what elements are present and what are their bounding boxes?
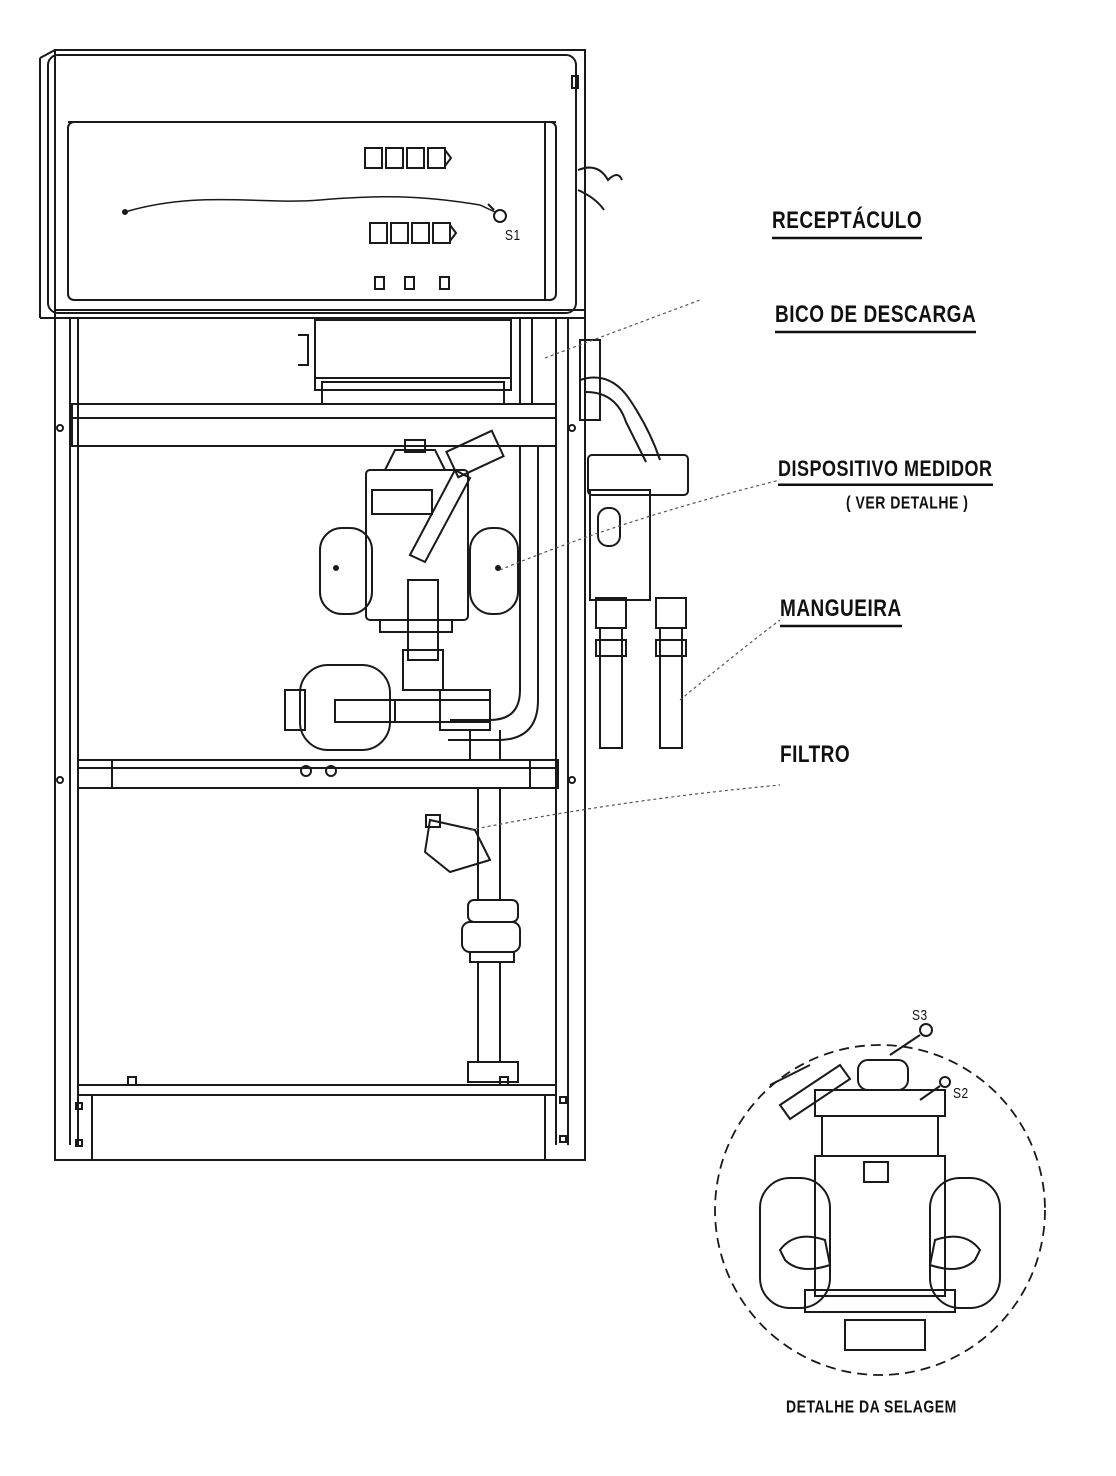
label-receptaculo: RECEPTÁCULO [772,208,923,240]
label-mangueira: MANGUEIRA [780,596,902,628]
label-filtro: FILTRO [780,742,851,769]
dispenser-cabinet [39,49,586,1161]
seal-tag-s1: S1 [505,226,521,244]
seal-wire-s1 [124,195,496,213]
seal-s2-icon [939,1076,951,1088]
label-bico-de-descarga: BICO DE DESCARGA [775,302,977,334]
meter-assembly [319,429,539,741]
suction-line [461,788,521,1083]
discharge-nozzle [579,376,689,629]
pump-motor [284,664,501,777]
hoses [595,628,687,749]
seal-tag-s3: S3 [912,1006,928,1024]
seal-s3-icon [919,1023,933,1037]
seal-s1-icon [493,209,507,223]
seal-detail-view [714,1023,1046,1376]
electronics-box [298,318,533,405]
detail-caption: DETALHE DA SELAGEM [786,1396,957,1416]
label-ver-detalhe: ( VER DETALHE ) [846,492,969,512]
price-digits [364,147,453,169]
leader-lines [469,299,781,831]
seal-tag-s2: S2 [953,1084,969,1102]
label-dispositivo-medidor: DISPOSITIVO MEDIDOR [778,456,993,486]
volume-digits [369,222,458,244]
display-panel [122,147,507,290]
filter-body [423,814,492,874]
